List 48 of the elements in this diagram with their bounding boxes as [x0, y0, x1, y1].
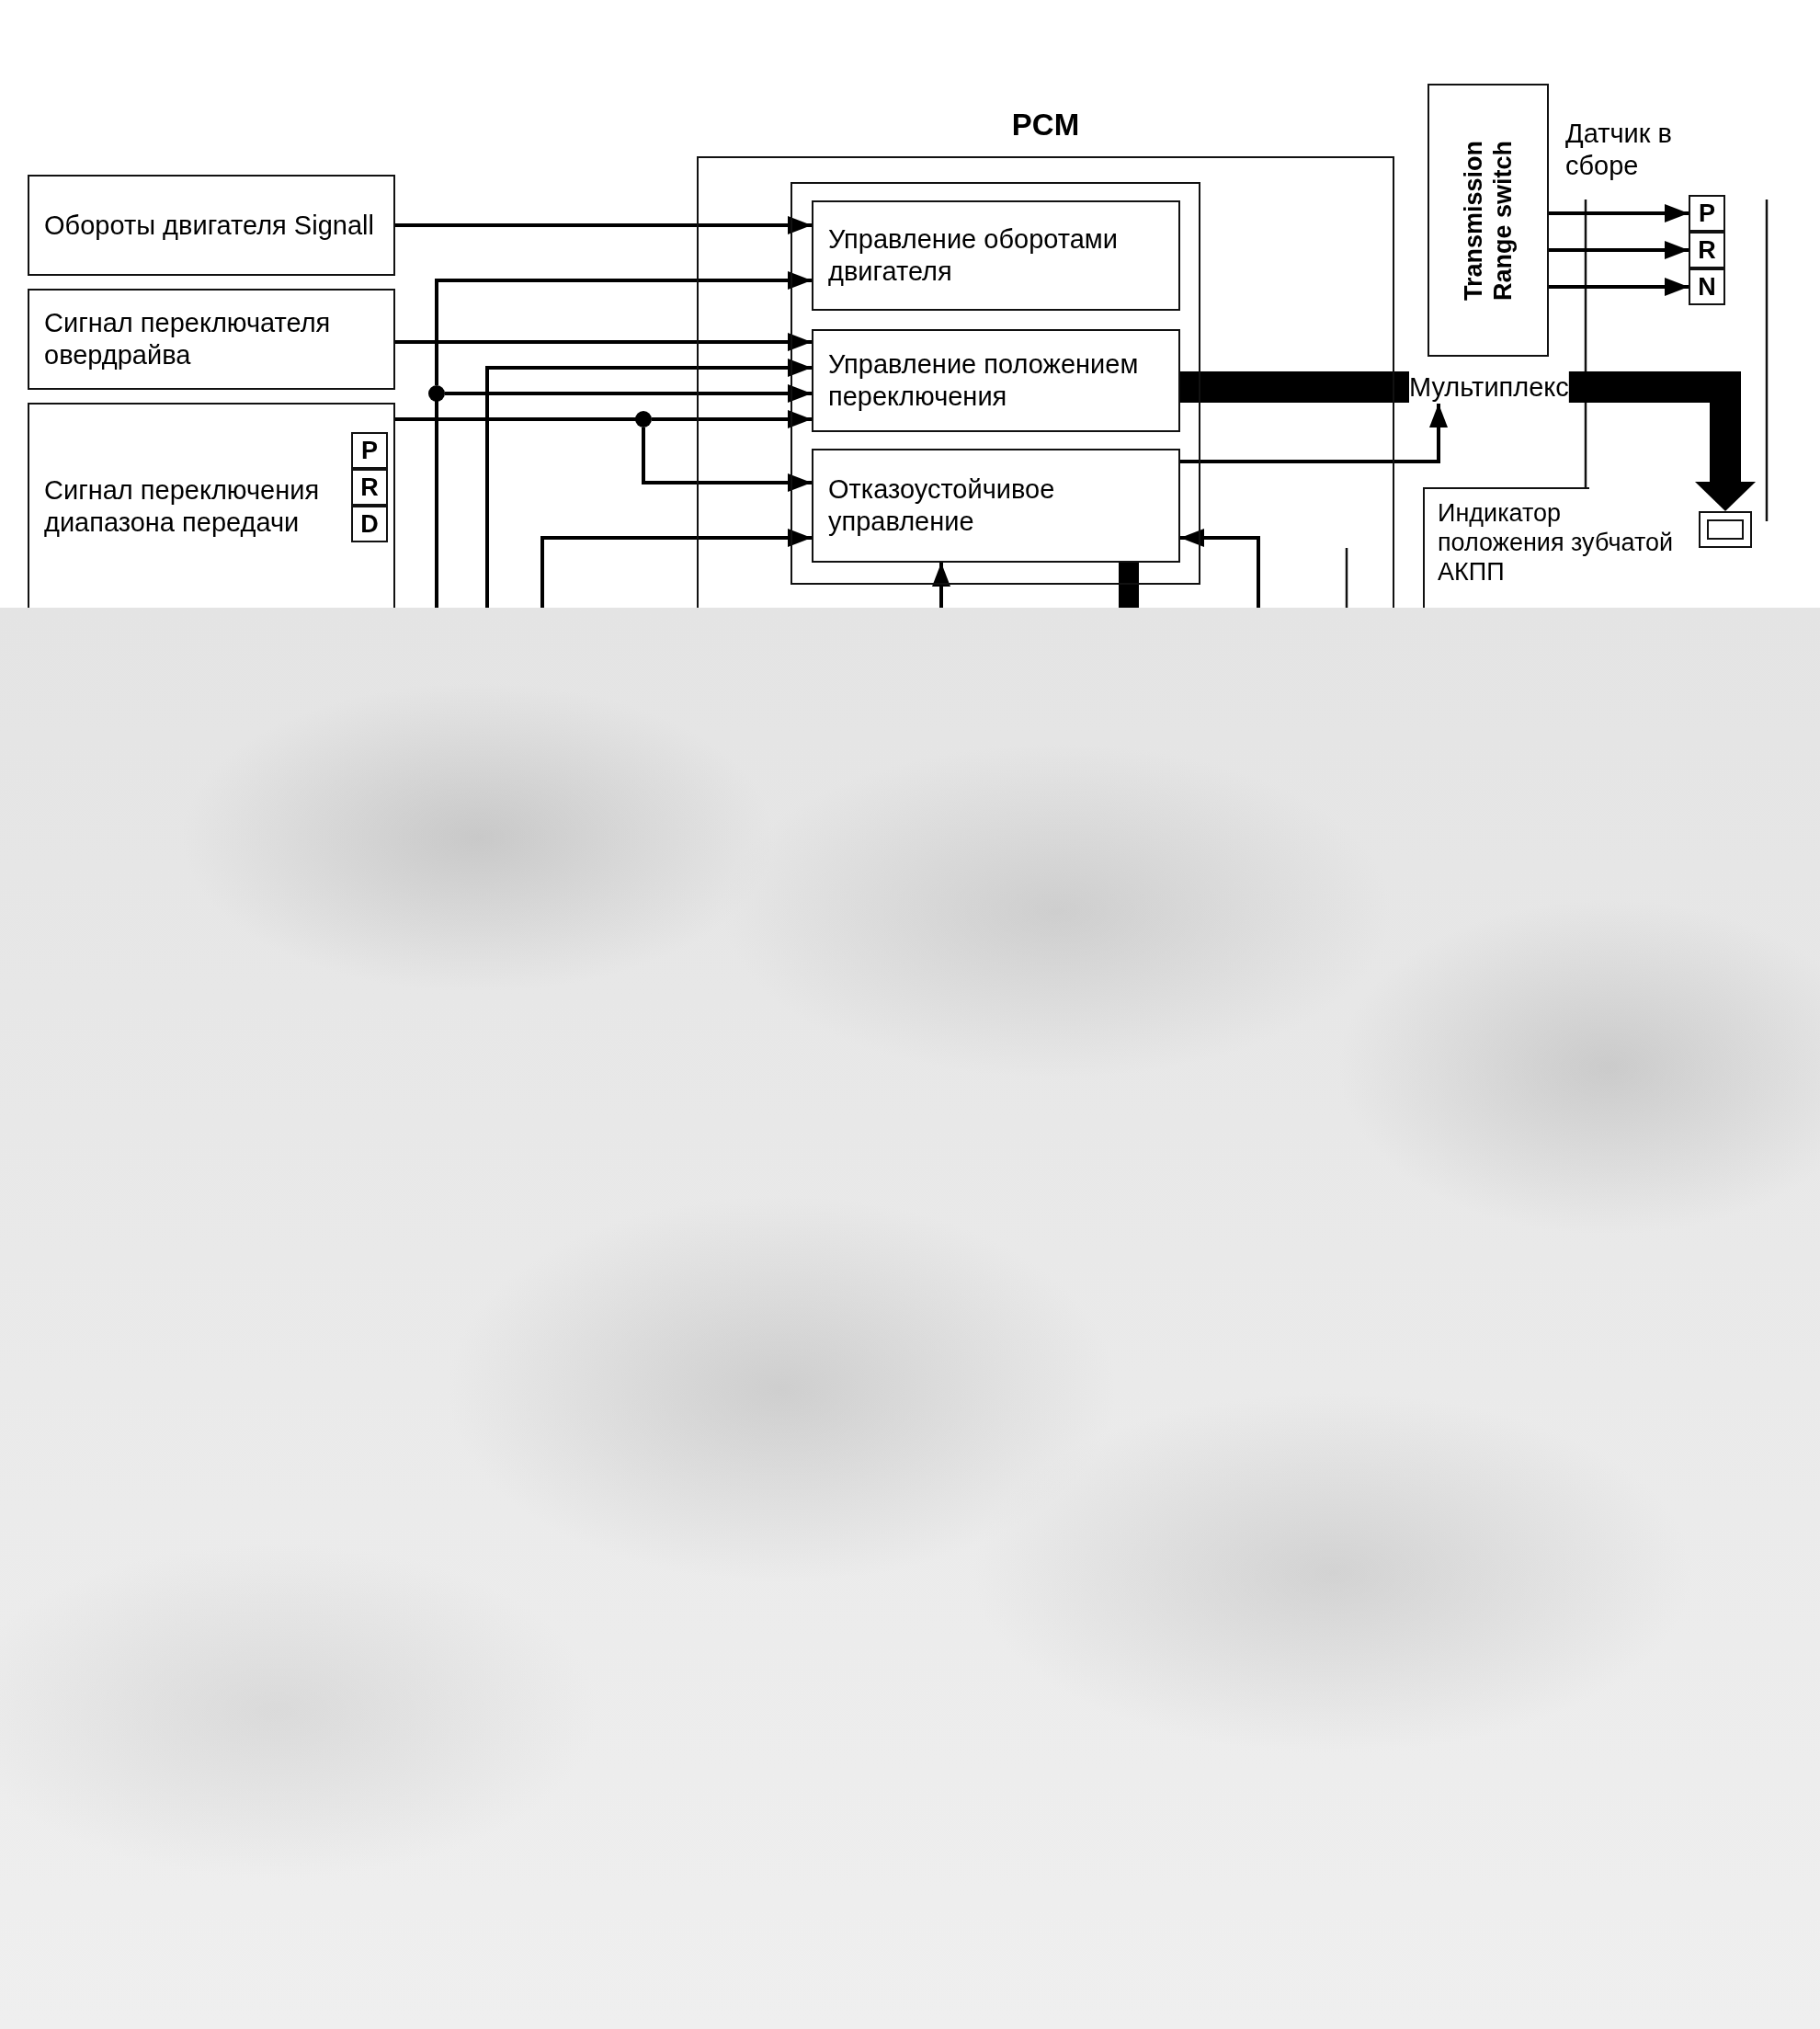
signal-label: Сигнал переключателя овердрайва: [44, 307, 332, 371]
junction-line: [428, 385, 445, 608]
signal-box: [28, 403, 395, 608]
gear-letter-box: [1689, 232, 1725, 268]
block-label: Управление оборотами двигателя: [828, 223, 1119, 288]
module-inner-frame: [791, 182, 1200, 585]
arrow: [1549, 241, 1689, 259]
signal-box: [28, 175, 395, 276]
gear-letter-box: [351, 432, 388, 469]
arrow: [540, 529, 812, 608]
gear-letter: P: [1699, 199, 1715, 227]
block-label: Отказоустойчивое управление: [828, 473, 1056, 538]
function-block: [812, 449, 1180, 563]
signal-label: Обороты двигателя Signall: [44, 209, 374, 242]
arrow: [395, 333, 812, 351]
function-block: [812, 329, 1180, 432]
arrow: [445, 384, 812, 403]
sensor-caption: Датчик в сборе: [1565, 118, 1673, 182]
bus-line: [1119, 563, 1139, 608]
indicator-lamp: [1699, 511, 1752, 548]
gear-letter: R: [1698, 236, 1716, 264]
arrow: [1180, 529, 1260, 608]
gear-letter-box: [351, 506, 388, 542]
arrow: [485, 359, 812, 608]
gear-letter-box: [1689, 268, 1725, 305]
bus-label: Мультиплекс: [1409, 371, 1569, 404]
block-label: Управление положением переключения: [828, 348, 1140, 413]
gear-letter-box: [1689, 195, 1725, 232]
gear-letter: D: [360, 510, 379, 538]
arrow: [932, 563, 950, 608]
switch-box: [1428, 84, 1549, 357]
arrow: [435, 271, 812, 385]
arrow: [395, 216, 812, 234]
gear-letter: P: [361, 437, 378, 464]
bus-line: [1180, 371, 1409, 403]
indicator-label: Индикатор положения зубчатой АКПП: [1438, 498, 1675, 587]
arrow: [1180, 404, 1448, 463]
module-title: PCM: [1011, 107, 1080, 143]
signal-box: [28, 289, 395, 390]
switch-label: Transmission Range switch: [1459, 140, 1518, 301]
gear-letter: R: [360, 473, 379, 501]
arrow: [1549, 204, 1689, 222]
function-block: [812, 200, 1180, 311]
gear-letter: N: [1698, 273, 1716, 301]
arrow: [642, 427, 812, 492]
signal-label: Сигнал переключения диапазона передачи: [44, 473, 321, 539]
gear-letter-box: [351, 469, 388, 506]
arrow: [1549, 278, 1689, 296]
